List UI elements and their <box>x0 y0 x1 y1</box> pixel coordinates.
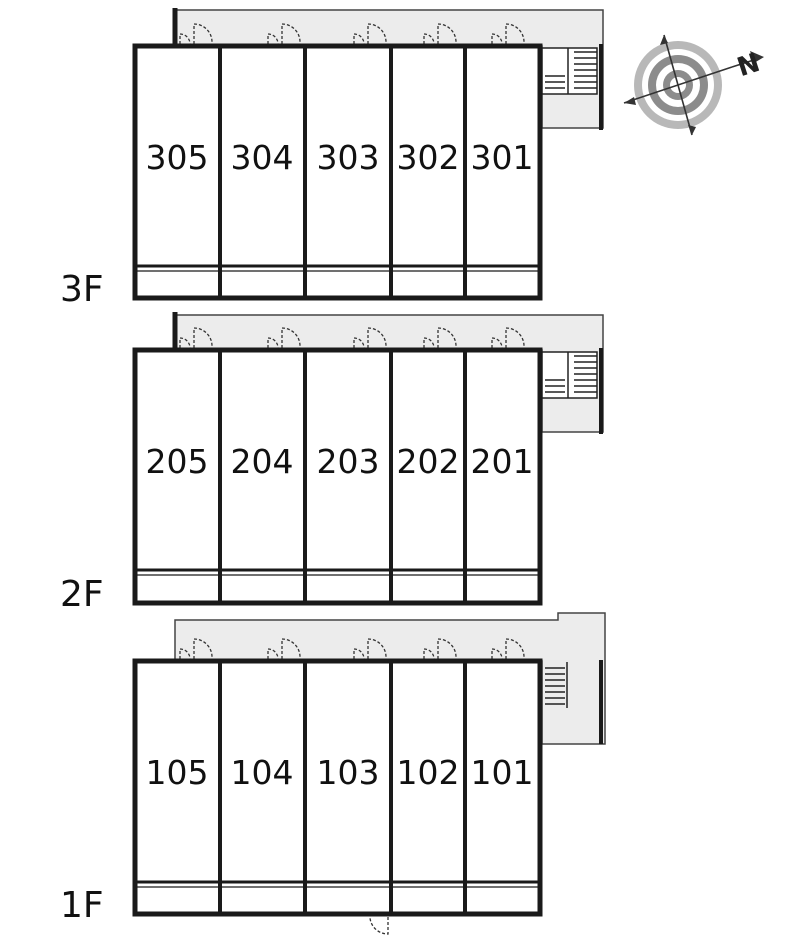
door-swings-2f <box>179 327 525 349</box>
unit-number: 302 <box>397 138 460 177</box>
unit-number: 105 <box>146 753 209 792</box>
unit-number: 202 <box>397 442 460 481</box>
floor-label: 3F <box>60 269 104 310</box>
floor-label: 1F <box>60 885 104 926</box>
compass-icon: N <box>623 34 764 136</box>
unit-number: 204 <box>231 442 294 481</box>
compass-north-label: N <box>734 48 764 83</box>
staircase-1f <box>545 662 568 708</box>
unit-number: 104 <box>231 753 294 792</box>
unit-number: 102 <box>397 753 460 792</box>
unit-number: 201 <box>471 442 534 481</box>
unit-number: 205 <box>146 442 209 481</box>
floor-label: 2F <box>60 574 104 615</box>
staircase-2f <box>541 351 598 399</box>
unit-number: 203 <box>317 442 380 481</box>
unit-number: 103 <box>317 753 380 792</box>
unit-number: 101 <box>471 753 534 792</box>
floor-3f <box>132 8 604 301</box>
unit-number: 301 <box>471 138 534 177</box>
walls-3f <box>132 43 543 301</box>
floor-1f <box>132 612 606 935</box>
walls-1f <box>132 658 543 917</box>
labels: 305 304 303 302 301 3F 205 204 203 202 201 2F 105 104… <box>60 138 534 926</box>
unit-number: 305 <box>146 138 209 177</box>
unit-number: 303 <box>317 138 380 177</box>
floor-2f <box>132 312 604 606</box>
unit-number: 304 <box>231 138 294 177</box>
walls-2f <box>132 347 543 606</box>
door-swings-3f <box>179 23 525 45</box>
door-swings-1f <box>179 638 525 935</box>
staircase-3f <box>541 47 598 95</box>
